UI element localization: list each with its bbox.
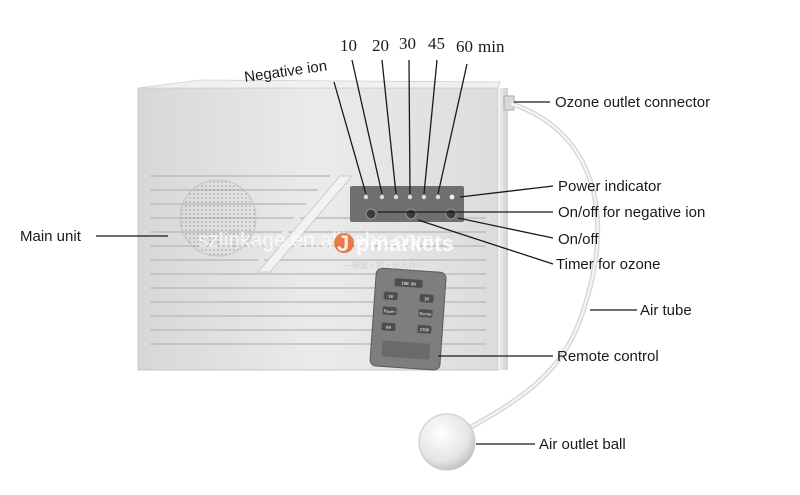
pointer-lines [96, 59, 637, 445]
pointer-power-indicator [459, 185, 554, 198]
label-onoff: On/off [558, 231, 599, 248]
label-air-outlet-ball: Air outlet ball [539, 436, 626, 453]
led-timer-45 [421, 194, 427, 200]
label-remote-control: Remote control [557, 348, 659, 365]
speaker-grille [179, 179, 257, 257]
label-main-unit: Main unit [20, 228, 82, 245]
main-unit-device [137, 79, 515, 371]
watermark-brand: pmarkets [356, 231, 454, 256]
pointer-timer-30 [408, 59, 411, 195]
remote-key-label: STOP [419, 327, 430, 333]
pointer-negative-ion [333, 81, 367, 195]
label-power-indicator: Power indicator [558, 178, 661, 195]
watermark-logo-icon [334, 233, 354, 253]
remote-control-device: ION ON 10 30 Power Ozone 60 STOP [369, 267, 447, 371]
label-timer-30: 30 [399, 34, 416, 53]
vent-grille [150, 175, 486, 345]
label-timer-unit: min [478, 37, 505, 56]
watermark: szlinkage.en.alibaba.com J pmarkets —開放・… [198, 229, 454, 270]
remote-key-label: Power [383, 308, 396, 314]
remote-key-label: Ozone [419, 311, 432, 317]
label-ozone-outlet: Ozone outlet connector [555, 94, 710, 111]
label-timer-ozone: Timer for ozone [556, 256, 660, 273]
pointer-onoff [457, 217, 554, 239]
led-timer-60 [435, 194, 441, 200]
negative-ion-button[interactable] [365, 208, 377, 220]
watermark-site: szlinkage.en.alibaba.com [198, 229, 434, 252]
led-timer-10 [379, 194, 385, 200]
led-timer-30 [407, 194, 413, 200]
onoff-button[interactable] [445, 208, 457, 220]
label-onoff-negative: On/off for negative ion [558, 204, 705, 221]
label-air-tube: Air tube [640, 302, 692, 319]
label-timer-45: 45 [428, 34, 445, 53]
remote-key-label: 10 [388, 294, 394, 299]
label-timer-20: 20 [372, 36, 389, 55]
remote-key-label: ION ON [401, 281, 416, 287]
led-negative-ion [363, 194, 369, 200]
label-timer-10: 10 [340, 36, 357, 55]
remote-key-label: 60 [386, 325, 392, 330]
led-timer-20 [393, 194, 399, 200]
pointer-timer-45 [423, 59, 438, 195]
air-outlet-ball [418, 413, 476, 471]
remote-key-label: 30 [424, 296, 430, 301]
timer-button[interactable] [405, 208, 417, 220]
watermark-tagline: —開放・節・仕入れ— [344, 260, 424, 270]
pointer-timer-ozone [417, 219, 554, 265]
pointer-timer-10 [351, 59, 383, 195]
pointer-timer-20 [381, 59, 397, 195]
control-panel [350, 186, 464, 222]
power-indicator-led [449, 194, 455, 200]
label-timer-60: 60 [456, 37, 473, 56]
watermark-brand-j: J [337, 231, 349, 256]
pointer-timer-60 [437, 63, 468, 195]
